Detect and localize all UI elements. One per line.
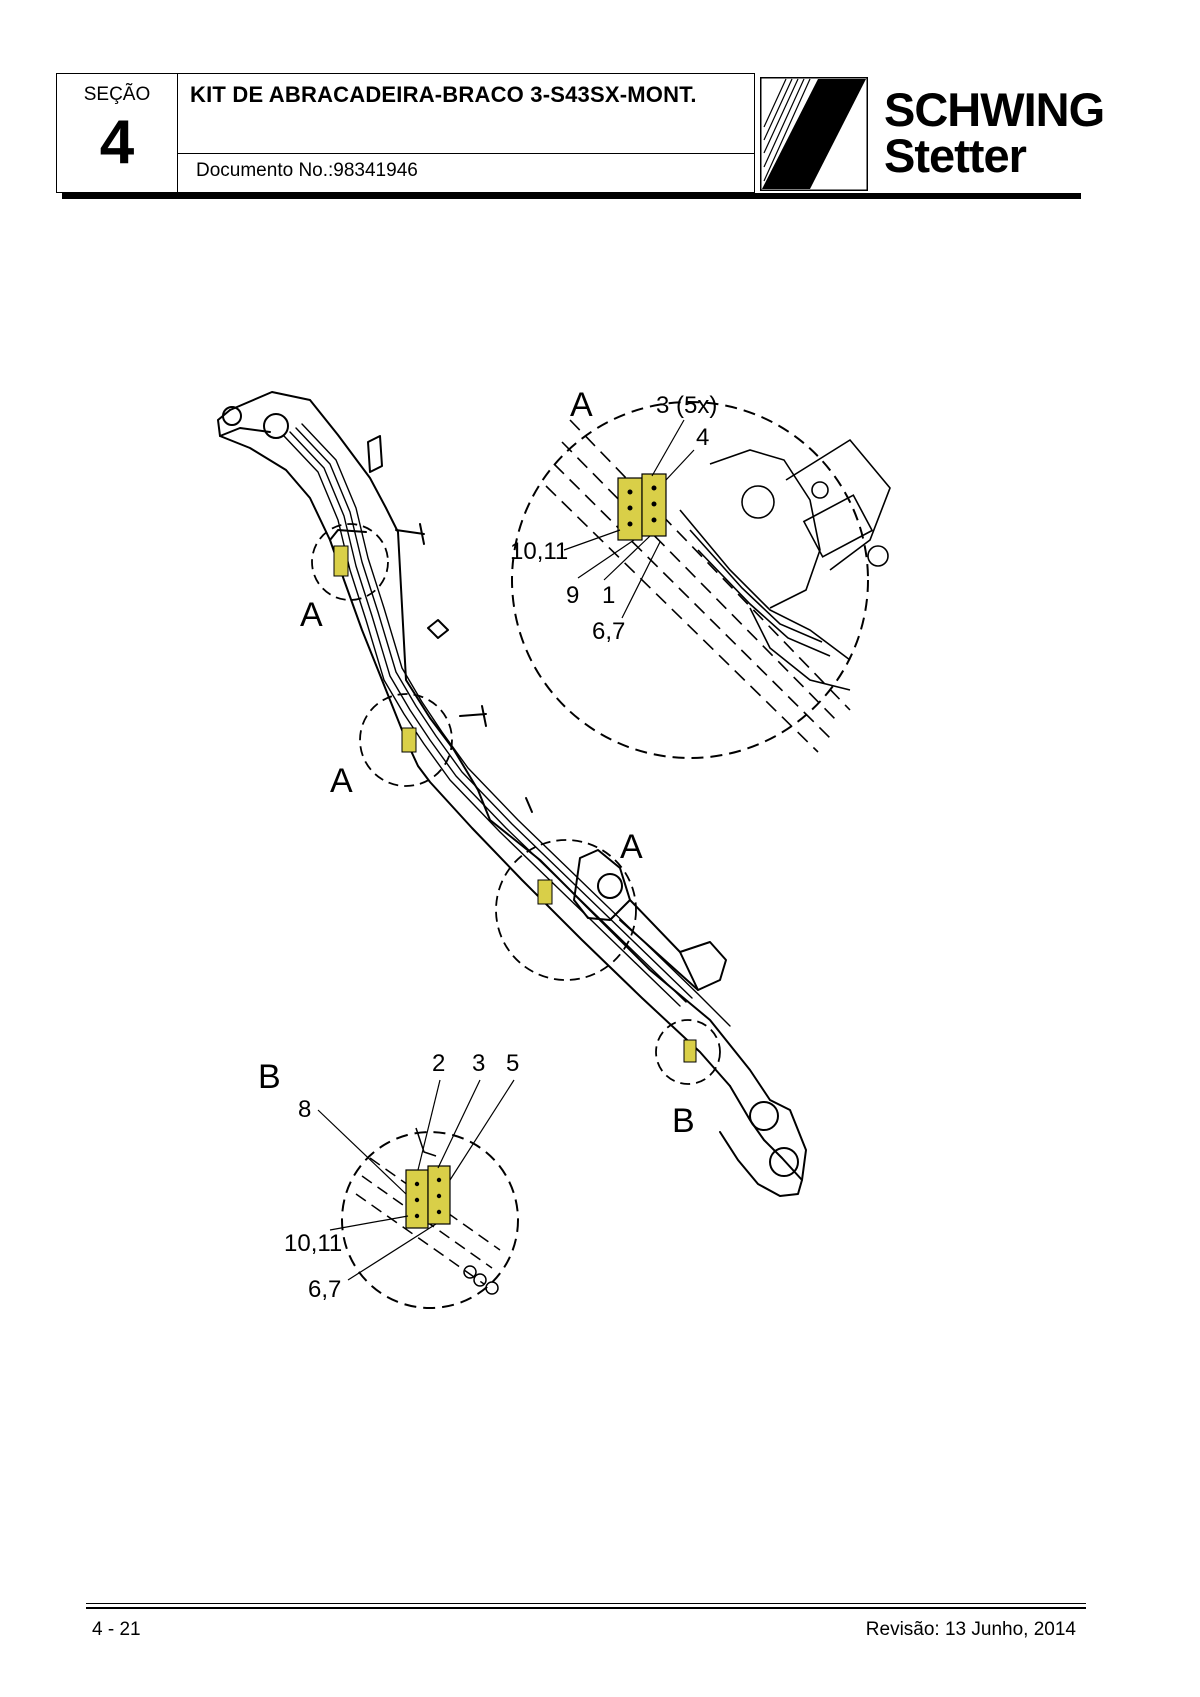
label-detail-a-title: A <box>570 386 593 424</box>
clamp-a-mid <box>401 727 417 753</box>
cylinder-head <box>679 941 727 991</box>
boom-top-eyelet <box>222 406 242 426</box>
label-a-mid: A <box>330 762 353 800</box>
boom-bottom-bore-2 <box>769 1147 799 1177</box>
label-a-item-10-11: 10,11 <box>510 538 569 565</box>
detail-a-circle <box>511 401 869 759</box>
section-number: 4 <box>99 108 135 177</box>
brand-line-2: Stetter <box>884 129 1027 182</box>
label-a-lower: A <box>620 828 643 866</box>
title-box: KIT DE ABRACADEIRA-BRACO 3-S43SX-MONT. D… <box>177 73 755 193</box>
label-b-item-2: 2 <box>432 1050 446 1077</box>
label-a-item-9: 9 <box>566 582 580 609</box>
label-b-arm: B <box>672 1102 695 1140</box>
page-header: SEÇÃO 4 KIT DE ABRACADEIRA-BRACO 3-S43SX… <box>56 73 1105 193</box>
bracket-2 <box>427 619 449 639</box>
boom-bottom-bore-1 <box>749 1101 779 1131</box>
detail-b-circle <box>341 1131 519 1309</box>
joint-pin <box>597 873 623 899</box>
arm-clamps <box>333 545 697 1063</box>
circle-b-arm <box>655 1019 721 1085</box>
document-number: Documento No.:98341946 <box>196 160 418 181</box>
bracket-1 <box>395 523 425 545</box>
footer-rule-thin <box>86 1603 1086 1604</box>
circle-a-mid <box>359 693 453 787</box>
label-a-item-4: 4 <box>696 424 710 451</box>
clamp-b <box>683 1039 697 1063</box>
boom-assembly-drawing <box>217 391 891 1309</box>
detail-a-clamp-2 <box>641 473 667 537</box>
title-divider <box>178 153 754 154</box>
clamp-a-upper <box>333 545 349 577</box>
detail-a <box>511 401 891 759</box>
section-box: SEÇÃO 4 <box>56 73 178 193</box>
bracket-3 <box>459 705 487 727</box>
bracket-4 <box>525 797 533 813</box>
label-a-item-3: 3 (5x) <box>656 392 718 419</box>
brand-line-1: SCHWING <box>884 83 1105 136</box>
label-detail-b-title: B <box>258 1058 281 1096</box>
clamp-a-lower <box>537 879 553 905</box>
label-b-item-6-7: 6,7 <box>308 1276 342 1303</box>
page-number: 4 - 21 <box>92 1619 141 1640</box>
revision-date: Revisão: 13 Junho, 2014 <box>865 1619 1076 1640</box>
label-b-item-8: 8 <box>298 1096 312 1123</box>
circle-a-lower <box>495 839 637 981</box>
label-b-item-3: 3 <box>472 1050 486 1077</box>
detail-circles <box>311 523 721 1085</box>
footer-rule-thick <box>86 1607 1086 1609</box>
detail-b <box>317 1079 519 1309</box>
technical-drawing: A A 3 (5x) 4 10,11 9 1 6,7 A A B B 2 3 5… <box>210 380 970 1440</box>
label-b-item-10-11: 10,11 <box>284 1230 343 1257</box>
boom-bottom-end <box>719 1085 803 1197</box>
brand-logo-text: SCHWING Stetter <box>884 83 1105 182</box>
boom-top-bore <box>263 413 289 439</box>
label-a-item-6-7: 6,7 <box>592 618 626 645</box>
joint-housing <box>573 849 631 921</box>
label-a-upper: A <box>300 596 323 634</box>
boom-plate <box>367 435 383 473</box>
circle-a-upper <box>311 523 389 601</box>
label-a-item-1: 1 <box>602 582 616 609</box>
schwing-logo-mark <box>760 77 868 191</box>
label-b-item-5: 5 <box>506 1050 520 1077</box>
header-rule <box>62 193 1081 199</box>
section-label: SEÇÃO <box>83 84 151 105</box>
document-title: KIT DE ABRACADEIRA-BRACO 3-S43SX-MONT. <box>190 82 697 107</box>
